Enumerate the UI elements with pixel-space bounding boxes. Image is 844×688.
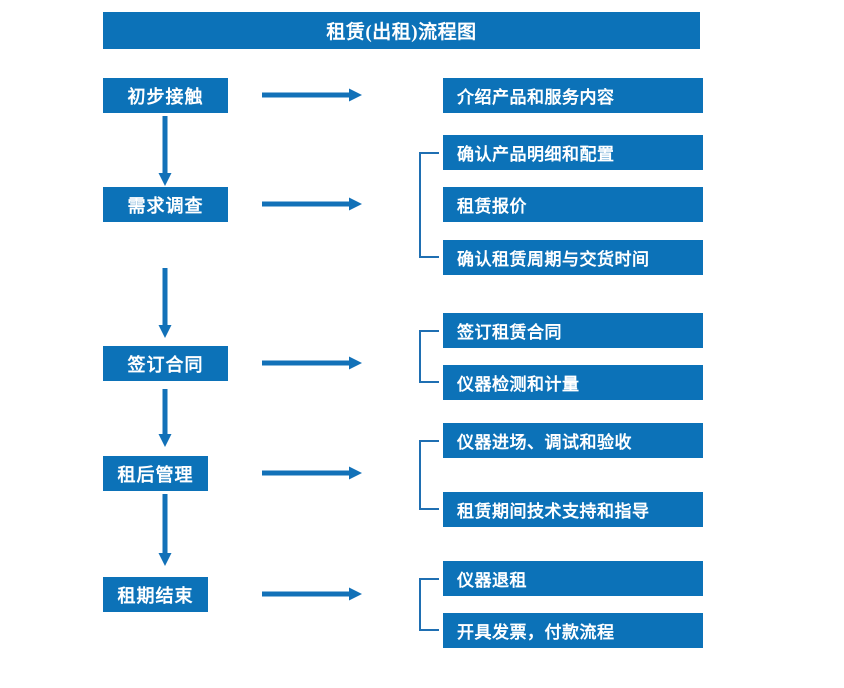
stage-box-sign-contract[interactable]: 签订合同 bbox=[103, 346, 228, 381]
arrow-down-icon bbox=[158, 389, 172, 447]
connector-arrow-right-lease-end bbox=[262, 587, 362, 601]
detail-box-sign-contract-1[interactable]: 签订租赁合同 bbox=[443, 313, 703, 348]
detail-box-post-lease-management-1[interactable]: 仪器进场、调试和验收 bbox=[443, 423, 703, 458]
page-title: 租赁(出租)流程图 bbox=[103, 12, 700, 49]
detail-box-sign-contract-2[interactable]: 仪器检测和计量 bbox=[443, 365, 703, 400]
stage-box-lease-end[interactable]: 租期结束 bbox=[103, 577, 208, 612]
bracket-tick-bottom bbox=[419, 629, 439, 631]
connector-arrow-right-sign-contract bbox=[262, 356, 362, 370]
group-bracket-sign-contract bbox=[419, 330, 439, 383]
detail-box-lease-end-2[interactable]: 开具发票，付款流程 bbox=[443, 613, 703, 648]
connector-arrow-right-post-lease-management bbox=[262, 466, 362, 480]
connector-arrow-down-sign-contract bbox=[158, 389, 172, 447]
bracket-spine bbox=[419, 578, 421, 631]
bracket-tick-bottom bbox=[419, 381, 439, 383]
bracket-tick-top bbox=[419, 330, 439, 332]
arrow-right-icon bbox=[262, 466, 362, 480]
arrow-right-icon bbox=[262, 197, 362, 211]
connector-arrow-down-demand-survey bbox=[158, 268, 172, 338]
bracket-spine bbox=[419, 330, 421, 383]
stage-box-post-lease-management[interactable]: 租后管理 bbox=[103, 456, 208, 491]
stage-box-demand-survey[interactable]: 需求调查 bbox=[103, 187, 228, 222]
bracket-tick-bottom bbox=[419, 256, 439, 258]
arrow-down-icon bbox=[158, 268, 172, 338]
arrow-right-icon bbox=[262, 88, 362, 102]
connector-arrow-down-initial-contact bbox=[158, 116, 172, 186]
connector-arrow-down-post-lease-management bbox=[158, 494, 172, 566]
group-bracket-post-lease-management bbox=[419, 440, 439, 510]
arrow-right-icon bbox=[262, 587, 362, 601]
bracket-tick-top bbox=[419, 578, 439, 580]
bracket-tick-top bbox=[419, 440, 439, 442]
bracket-tick-top bbox=[419, 152, 439, 154]
arrow-down-icon bbox=[158, 116, 172, 186]
connector-arrow-right-initial-contact bbox=[262, 88, 362, 102]
connector-arrow-right-demand-survey bbox=[262, 197, 362, 211]
bracket-spine bbox=[419, 440, 421, 510]
bracket-tick-bottom bbox=[419, 508, 439, 510]
detail-box-lease-end-1[interactable]: 仪器退租 bbox=[443, 561, 703, 596]
group-bracket-lease-end bbox=[419, 578, 439, 631]
detail-box-demand-survey-2[interactable]: 租赁报价 bbox=[443, 187, 703, 222]
group-bracket-demand-survey bbox=[419, 152, 439, 258]
bracket-spine bbox=[419, 152, 421, 258]
arrow-right-icon bbox=[262, 356, 362, 370]
detail-box-demand-survey-3[interactable]: 确认租赁周期与交货时间 bbox=[443, 240, 703, 275]
detail-box-demand-survey-1[interactable]: 确认产品明细和配置 bbox=[443, 135, 703, 170]
detail-box-initial-contact-1[interactable]: 介绍产品和服务内容 bbox=[443, 78, 703, 113]
arrow-down-icon bbox=[158, 494, 172, 566]
stage-box-initial-contact[interactable]: 初步接触 bbox=[103, 78, 228, 113]
detail-box-post-lease-management-2[interactable]: 租赁期间技术支持和指导 bbox=[443, 492, 703, 527]
